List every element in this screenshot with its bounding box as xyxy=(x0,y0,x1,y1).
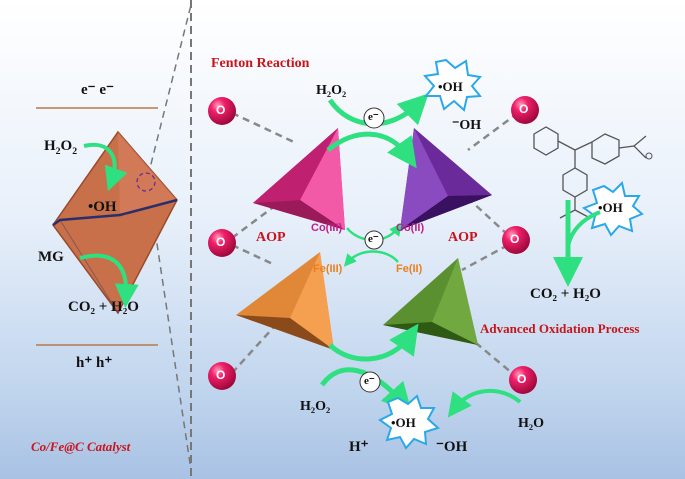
mg-arrow xyxy=(79,253,139,308)
oh-radical-bottom: •OH xyxy=(391,415,416,430)
oh-starburst-dye xyxy=(581,181,644,237)
oxygen-spheres xyxy=(208,96,539,394)
oh-radical-label: •OH xyxy=(88,199,117,215)
fenton-title: Fenton Reaction xyxy=(211,56,310,71)
h2o2-sub2: 2 xyxy=(72,146,78,157)
bottom-arrow-oh xyxy=(319,367,412,414)
electrons-label: e⁻ e⁻ xyxy=(81,82,114,98)
h2o2-label: H2O2 xyxy=(44,139,77,157)
top-arrow-co xyxy=(326,131,417,169)
water-arrow xyxy=(447,389,522,418)
dye-molecule xyxy=(533,126,647,219)
oh-radical-top: •OH xyxy=(438,79,463,94)
electron-top: e⁻ xyxy=(368,111,379,123)
hydroxide-bottom: ⁻OH xyxy=(436,439,468,455)
mid-arrow-bottom xyxy=(343,250,399,267)
zoom-circle xyxy=(136,172,156,192)
oxygen-label-3: O xyxy=(216,368,226,382)
oxygen-label-4: O xyxy=(519,102,529,116)
catalyst-name: Co/Fe@C Catalyst xyxy=(31,439,131,454)
electron-circle-top xyxy=(363,107,385,129)
aop-right: AOP xyxy=(448,230,478,245)
mg-label: MG xyxy=(38,249,64,265)
h2o2-arrow xyxy=(83,142,128,192)
electron-circle-mid xyxy=(364,230,384,250)
tetra-fe3 xyxy=(236,252,334,350)
holes-label: h⁺ h⁺ xyxy=(76,355,113,371)
tetra-co3 xyxy=(253,128,345,230)
aop-left: AOP xyxy=(256,230,286,245)
proton-label: H⁺ xyxy=(349,439,369,455)
products-label: CO₂ + H₂O xyxy=(68,299,139,315)
dye-arrow-join xyxy=(566,210,601,247)
h2o2-o: O xyxy=(60,138,73,154)
electron-circle-bottom xyxy=(359,371,381,393)
h2o2-h: H xyxy=(44,138,56,154)
fe3-label: Fe(III) xyxy=(313,263,343,275)
co2-label: Co(II) xyxy=(396,222,425,234)
fe2-label: Fe(II) xyxy=(396,263,423,275)
oxygen-label-1: O xyxy=(216,103,226,117)
zoom-line-top xyxy=(147,4,192,177)
aop-full-label: Advanced Oxidation Process xyxy=(480,321,640,336)
hydroxide-top: ⁻OH xyxy=(452,118,482,133)
bottom-arrow-fe xyxy=(328,323,419,362)
h2o2-bottom: H₂O₂ xyxy=(300,399,331,414)
h2o2-top: H₂O₂ xyxy=(316,83,347,98)
electron-bottom: e⁻ xyxy=(364,375,375,387)
co3-label: Co(III) xyxy=(311,222,343,234)
oxygen-label-6: O xyxy=(517,372,527,386)
oh-radical-dye: •OH xyxy=(598,200,623,215)
oxygen-label-2: O xyxy=(216,235,226,249)
h2o2-sub1: 2 xyxy=(55,146,61,157)
oh-starburst-bottom xyxy=(378,394,440,450)
oxygen-label-5: O xyxy=(510,232,520,246)
dye-products: CO₂ + H₂O xyxy=(530,286,601,302)
electron-mid: e⁻ xyxy=(368,233,379,245)
oh-starburst-top xyxy=(423,58,482,112)
water-label: H₂O xyxy=(518,416,544,431)
dye-charge xyxy=(645,152,653,160)
